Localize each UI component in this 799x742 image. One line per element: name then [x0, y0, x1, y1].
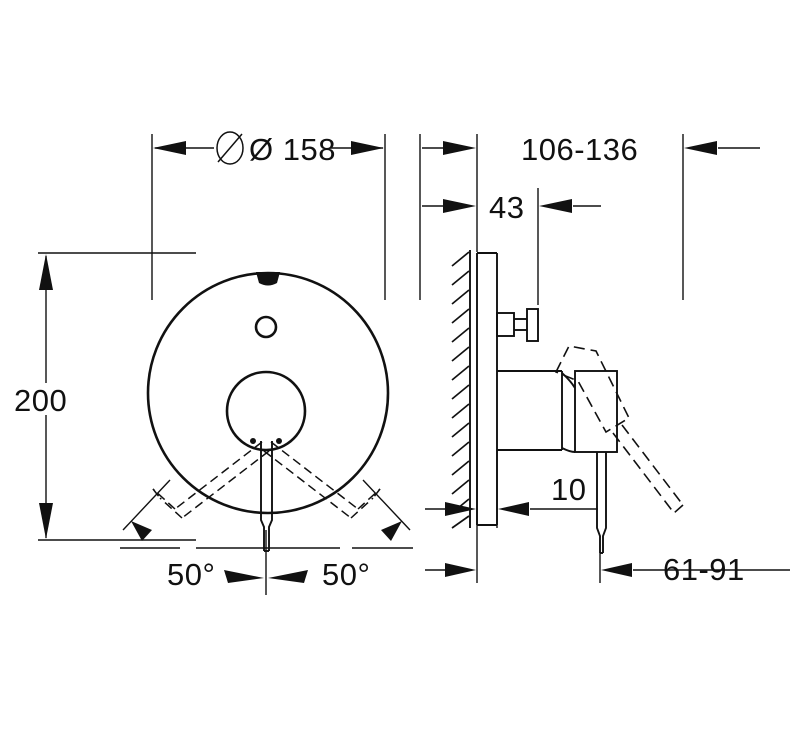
- diameter-symbol-slash: [217, 133, 243, 163]
- dim-label-diameter: Ø 158: [249, 132, 336, 167]
- arrow-43-right: [539, 199, 572, 213]
- arrow-43-left: [443, 199, 476, 213]
- lever-dashed-left-edge-a: [174, 441, 263, 510]
- side-handle-hub: [561, 370, 618, 453]
- arrow-angle-left: [131, 521, 152, 541]
- dim-label-angle-left: 50°: [167, 557, 215, 592]
- handle-hub-outline: [225, 370, 307, 452]
- lever-dashed-left-tip-a: [152, 488, 176, 510]
- dim-label-diverter-projection: 43: [489, 190, 524, 225]
- dim-label-depth-range: 106-136: [521, 132, 638, 167]
- hub-dashed-rotated: [554, 345, 631, 434]
- dim-label-faceplate-thickness: 10: [551, 472, 586, 507]
- lever-dashed-left-tip-b: [159, 497, 183, 519]
- indicator-ring-icon: [254, 315, 278, 339]
- hub-dot-right: [276, 438, 282, 444]
- arrow-angle-right: [381, 521, 402, 541]
- lever-dashed-right-tip-a: [357, 488, 381, 510]
- arrow-angle-arc-right: [268, 570, 308, 583]
- side-lever-left-edge: [596, 452, 601, 553]
- ext-line-angle-right: [362, 479, 411, 531]
- dim-label-height: 200: [14, 383, 67, 418]
- side-diverter-knob: [496, 308, 539, 342]
- wall-hatching: [451, 251, 470, 529]
- lever-right-edge: [268, 441, 273, 551]
- diverter-knob-head: [526, 308, 539, 342]
- dim-label-angle-right: 50°: [322, 557, 370, 592]
- dim-label-lever-projection: 61-91: [663, 552, 745, 587]
- arrow-angle-arc-left: [224, 570, 264, 583]
- lever-dashed-left-edge-b: [181, 450, 270, 519]
- dashed-lever-edge-a: [621, 424, 684, 506]
- lever-dashed-right: [263, 441, 381, 519]
- arrow-10-left: [445, 502, 476, 516]
- hub-transition-top: [561, 372, 576, 389]
- diverter-stem-base: [496, 312, 515, 337]
- hub-dot-left: [250, 438, 256, 444]
- ext-line-angle-left: [122, 479, 171, 531]
- side-faceplate: [476, 252, 498, 526]
- side-valve-body: [497, 370, 563, 451]
- side-view: 106-136 43 10 61-91: [419, 132, 790, 587]
- arrow-height-bottom: [39, 503, 53, 539]
- arrow-depth-right: [684, 141, 717, 155]
- hub-transition-bottom: [561, 447, 576, 453]
- dashed-lever-tip-cap: [673, 504, 684, 514]
- diverter-tab-icon: [256, 272, 280, 286]
- arrow-depth-left: [443, 141, 476, 155]
- dashed-lever-edge-b: [612, 432, 675, 514]
- front-view: Ø 158 200: [14, 131, 413, 595]
- lever-left-edge: [260, 441, 265, 551]
- handle-hub-block: [574, 370, 618, 453]
- side-lever-dashed-rotated: [554, 345, 684, 514]
- lever-dashed-right-tip-b: [350, 497, 374, 519]
- arrow-diameter-right: [351, 141, 384, 155]
- diameter-symbol-group: [216, 131, 244, 165]
- side-lever-right-edge: [602, 452, 607, 553]
- lever-dashed-right-edge-a: [270, 441, 359, 510]
- arrow-6191-left: [445, 563, 476, 577]
- arrow-height-top: [39, 254, 53, 290]
- side-lever-handle: [596, 452, 607, 554]
- diameter-symbol-icon: [216, 131, 244, 165]
- arrow-6191-right: [601, 563, 632, 577]
- arrow-10-right: [498, 502, 529, 516]
- arrow-diameter-left: [153, 141, 186, 155]
- lever-dashed-right-edge-b: [263, 450, 352, 519]
- lever-dashed-left: [152, 441, 270, 519]
- faceplate-outline: [146, 271, 390, 515]
